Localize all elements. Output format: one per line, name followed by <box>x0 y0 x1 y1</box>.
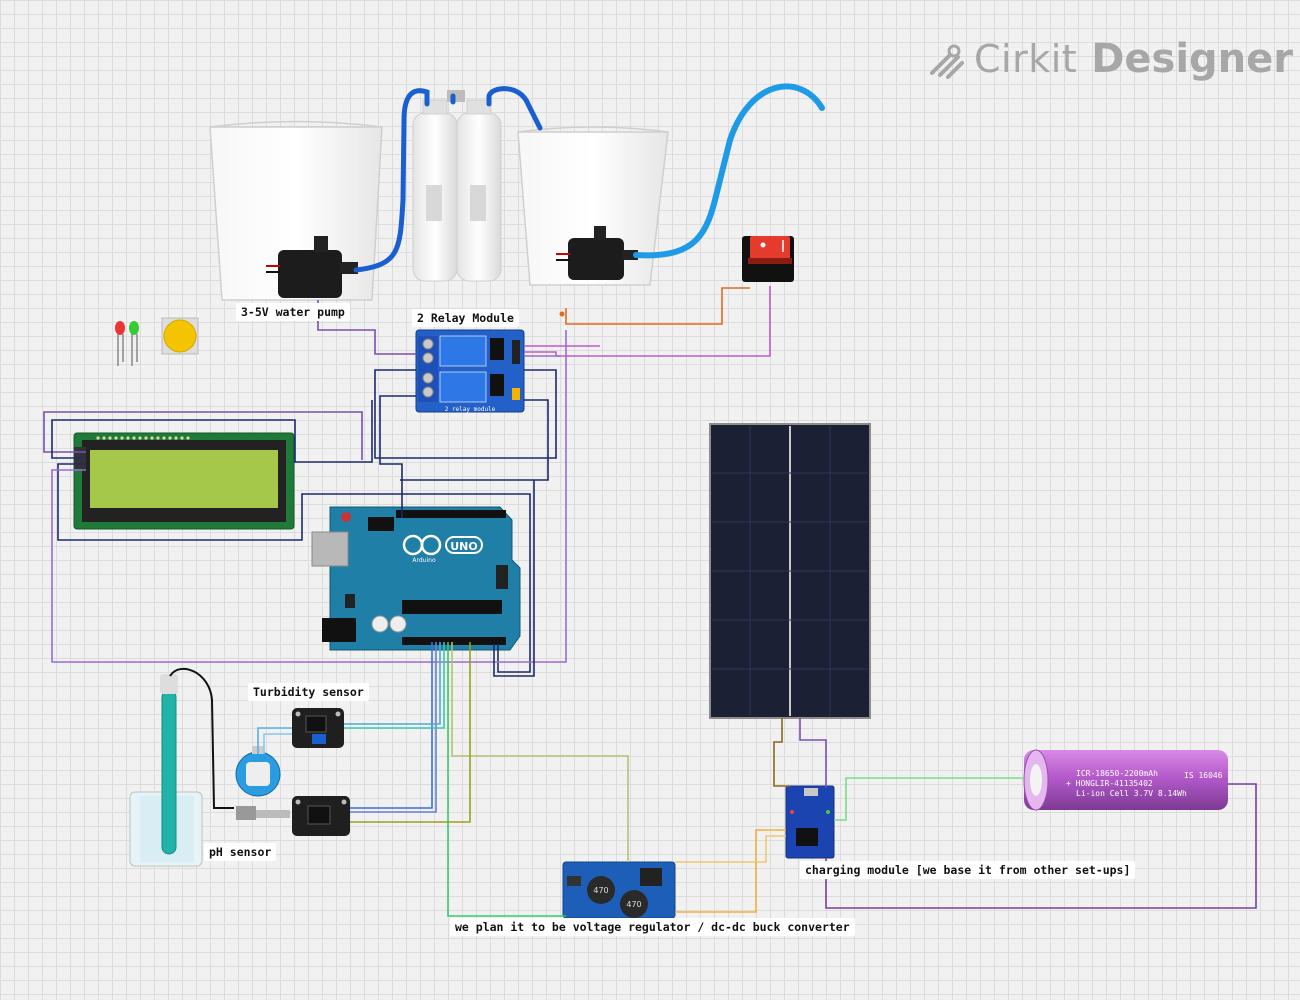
led-red <box>115 321 125 366</box>
water-tubes <box>353 83 825 273</box>
water-pump-left <box>266 236 358 298</box>
water-filter-cartridges <box>412 90 502 282</box>
brand-word-designer: Designer <box>1091 36 1294 82</box>
cirkit-designer-brand: Cirkit Designer <box>928 34 1293 84</box>
arduino-brand-text: Arduino <box>412 557 436 564</box>
label-relay-module: 2 Relay Module <box>412 309 519 327</box>
charging-module-board <box>785 785 835 859</box>
push-button <box>161 317 199 355</box>
wires <box>43 286 1257 917</box>
label-turbidity-sensor: Turbidity sensor <box>248 683 369 701</box>
led-green <box>129 321 139 366</box>
battery-side-text: IS 16046 <box>1184 771 1223 780</box>
turbidity-sensor-board <box>292 708 344 748</box>
lcd-16x2-display <box>73 432 295 530</box>
battery-line-1: ICR-18650-2200mAh <box>1076 769 1158 778</box>
arduino-uno-text: UNO <box>450 540 478 553</box>
battery-line-2: + HONGLIR-41135402 <box>1066 779 1153 788</box>
battery-18650: ICR-18650-2200mAh + HONGLIR-41135402 Li-… <box>1023 749 1228 811</box>
label-ph-sensor: pH sensor <box>204 843 277 861</box>
brand-word-cirkit: Cirkit <box>974 37 1078 81</box>
ph-probe-beaker <box>129 667 234 867</box>
water-tank-right <box>517 126 669 286</box>
solar-panel <box>709 423 871 719</box>
relay-module-board: 2 relay module <box>415 329 525 413</box>
rocker-switch <box>742 236 794 282</box>
buck-cap-1-text: 470 <box>593 886 608 895</box>
label-buck-converter: we plan it to be voltage regulator / dc-… <box>450 918 855 936</box>
arduino-logo: UNO Arduino <box>402 534 483 564</box>
battery-line-3: Li-ion Cell 3.7V 8.14Wh <box>1076 789 1187 798</box>
buck-cap-2-text: 470 <box>626 900 641 909</box>
label-charging-module: charging module [we base it from other s… <box>800 861 1136 879</box>
ph-sensor-board <box>236 796 350 836</box>
buck-converter-board: 470 470 <box>562 861 676 919</box>
relay-board-text: 2 relay module <box>445 406 496 413</box>
label-water-pump: 3-5V water pump <box>236 303 350 321</box>
water-pump-right <box>556 226 638 280</box>
arduino-uno-board: UNO Arduino <box>311 506 521 651</box>
cirkit-logo-icon <box>930 44 964 79</box>
